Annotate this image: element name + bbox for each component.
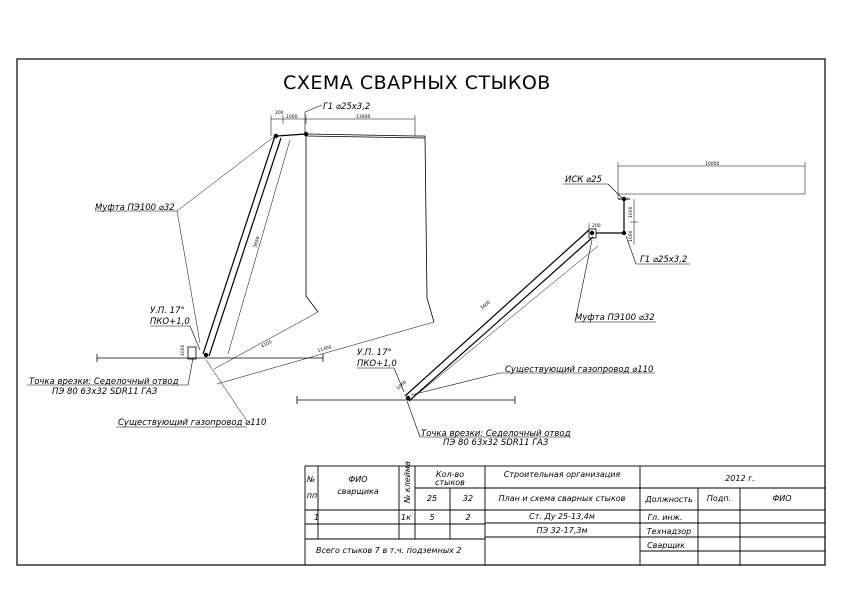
stamp-plan: План и схема сварных стыков — [499, 494, 626, 503]
stamp-total: Всего стыков 7 в т.ч. подземных 2 — [316, 546, 462, 555]
label-left-existing: Существующий газопровод ⌀110 — [118, 418, 266, 428]
dim-right-diag: 3400 — [479, 299, 492, 311]
building-left — [305, 133, 435, 323]
dim-left-v: 1000 — [180, 344, 186, 356]
tap-point-left — [187, 346, 197, 360]
stamp-r3: Сварщик — [647, 541, 685, 550]
label-right-coupling: Муфта ПЭ100 ⌀32 — [575, 313, 655, 323]
stamp-col-welder: сварщика — [337, 487, 379, 496]
dim-right-low: 1000 — [395, 379, 408, 391]
stamp-col-count-1: Кол-во — [436, 470, 464, 479]
stamp-h-sign: Подп. — [707, 494, 731, 503]
stamp-row-mark: 1к — [401, 513, 411, 522]
label-right-angle: У.П. 17° — [357, 348, 392, 358]
label-right-pipe: Г1 ⌀25х3,2 — [640, 255, 687, 265]
label-right-pko: ПКО+1,0 — [357, 359, 397, 369]
stamp-col-fio: ФИО — [348, 475, 367, 484]
stamp-row-32: 2 — [465, 513, 470, 522]
pipe-riser-left — [202, 135, 276, 355]
stamp-r1: Гл. инж. — [648, 513, 683, 522]
stamp-col-mark: № клейма — [403, 461, 412, 504]
dim-right-v-b: 1000 — [628, 230, 634, 242]
drawing-title: СХЕМА СВАРНЫХ СТЫКОВ — [283, 72, 551, 94]
stamp-pe-pipe: ПЭ 32-17,3м — [536, 526, 587, 535]
stamp-year: 2012 г. — [725, 474, 755, 483]
label-left-pko: ПКО+1,0 — [150, 317, 190, 327]
label-right-tap-2: ПЭ 80 63х32 SDR11 ГАЗ — [443, 438, 549, 448]
right-scheme — [296, 162, 806, 438]
stamp-h-position: Должность — [644, 495, 693, 504]
dim-left-top-b: 1000 — [286, 114, 298, 120]
stamp-col-pp: пп — [307, 491, 317, 500]
dim-left-top-a: 200 — [275, 110, 284, 116]
dim-right-top: 10000 — [705, 161, 719, 167]
stamp-col-no: № — [306, 475, 315, 484]
dim-left-top-c: 13000 — [356, 114, 370, 120]
stamp-col-count-2: стыков — [435, 478, 465, 487]
dim-right-small: 200 — [592, 223, 601, 229]
label-left-coupling: Муфта ПЭ100 ⌀32 — [95, 203, 175, 213]
stamp-org: Строительная организация — [504, 470, 621, 479]
pipe-riser-right — [404, 229, 590, 397]
label-right-tap-1: Точка врезки: Седелочный отвод — [421, 429, 571, 439]
dim-left-lower-a: 4100 — [260, 339, 273, 350]
label-left-angle: У.П. 17° — [150, 306, 185, 316]
label-right-existing: Существующий газопровод ⌀110 — [505, 365, 653, 375]
dim-left-diag: 3650 — [252, 236, 261, 249]
label-left-pipe: Г1 ⌀25х3,2 — [323, 102, 370, 112]
stamp-table — [304, 465, 826, 566]
dim-left-lower-b: 11300 — [317, 344, 333, 354]
stamp-r2: Технадзор — [647, 527, 691, 536]
label-left-tap-1: Точка врезки: Седелочный отвод — [29, 377, 179, 387]
stamp-h-fio: ФИО — [772, 494, 791, 503]
stamp-row-no: 1 — [314, 513, 319, 522]
label-right-isk: ИСК ⌀25 — [565, 175, 602, 185]
drawing-frame — [16, 58, 826, 566]
dim-right-v-a: 1000 — [628, 206, 634, 218]
stamp-col-25: 25 — [427, 494, 437, 503]
label-left-tap-2: ПЭ 80 63х32 SDR11 ГАЗ — [52, 387, 158, 397]
stamp-col-32: 32 — [463, 494, 473, 503]
stamp-row-25: 5 — [429, 513, 434, 522]
left-scheme — [27, 104, 435, 428]
stamp-st-pipe: Ст. Ду 25-13,4м — [529, 512, 595, 521]
